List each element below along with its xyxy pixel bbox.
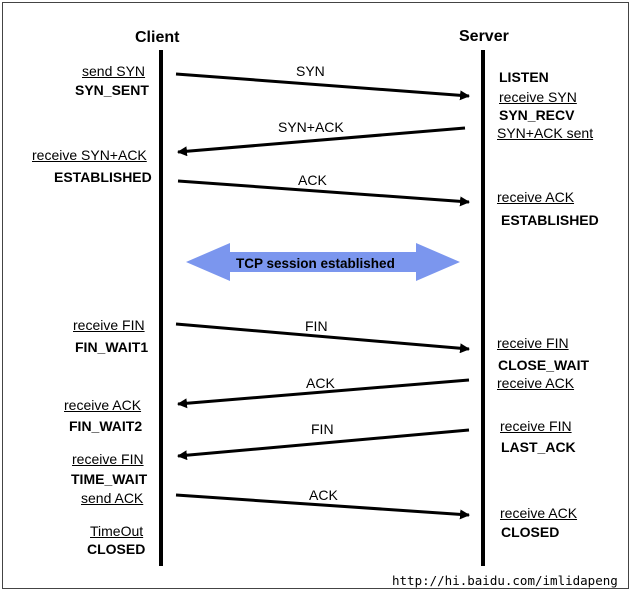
client-receive-fin: receive FIN	[73, 317, 145, 333]
server-receive-fin-2: receive FIN	[500, 418, 572, 434]
server-state-listen: LISTEN	[499, 69, 549, 85]
ack-label-2: ACK	[306, 375, 335, 391]
server-state-close-wait: CLOSE_WAIT	[498, 357, 590, 373]
syn-arrow	[175, 72, 470, 101]
ack-arrow-server	[177, 378, 470, 409]
client-timeout: TimeOut	[90, 523, 144, 539]
server-receive-fin: receive FIN	[497, 335, 569, 351]
client-receive-ack: receive ACK	[64, 397, 142, 413]
ack-label: ACK	[298, 172, 327, 188]
client-send-syn: send SYN	[82, 63, 146, 79]
ack-label-3: ACK	[309, 487, 338, 503]
syn-label: SYN	[296, 63, 325, 79]
server-receive-ack: receive ACK	[497, 189, 575, 205]
fin-label-1: FIN	[305, 318, 328, 334]
synack-label: SYN+ACK	[278, 119, 344, 135]
client-header: Client	[135, 29, 180, 46]
client-receive-fin-2: receive FIN	[72, 451, 144, 467]
session-label: TCP session established	[236, 256, 395, 271]
client-receive-synack: receive SYN+ACK	[32, 147, 147, 163]
server-state-last-ack: LAST_ACK	[501, 439, 576, 455]
client-state-syn-sent: SYN_SENT	[75, 82, 149, 98]
client-state-fin-wait2: FIN_WAIT2	[69, 418, 143, 434]
fin-label-2: FIN	[311, 421, 334, 437]
client-state-established: ESTABLISHED	[54, 169, 152, 185]
client-state-time-wait: TIME_WAIT	[71, 471, 148, 487]
session-double-arrow	[186, 243, 460, 281]
client-state-closed: CLOSED	[87, 541, 146, 557]
fin-arrow-server	[177, 428, 470, 461]
server-receive-ack-2: receive ACK	[497, 375, 575, 391]
fin-arrow-client	[175, 322, 470, 354]
server-receive-syn: receive SYN	[499, 89, 577, 105]
server-state-syn-recv: SYN_RECV	[499, 107, 575, 123]
server-header: Server	[459, 28, 509, 45]
client-send-ack: send ACK	[81, 490, 144, 506]
ack-arrow	[177, 179, 470, 207]
ack-arrow-client	[175, 493, 470, 520]
server-state-closed: CLOSED	[501, 524, 560, 540]
watermark-url: http://hi.baidu.com/imlidapeng	[392, 573, 618, 588]
server-state-established: ESTABLISHED	[501, 212, 599, 228]
synack-arrow	[177, 126, 466, 157]
server-synack-sent: SYN+ACK sent	[497, 125, 594, 141]
server-receive-ack-3: receive ACK	[500, 505, 578, 521]
client-state-fin-wait1: FIN_WAIT1	[75, 339, 149, 355]
